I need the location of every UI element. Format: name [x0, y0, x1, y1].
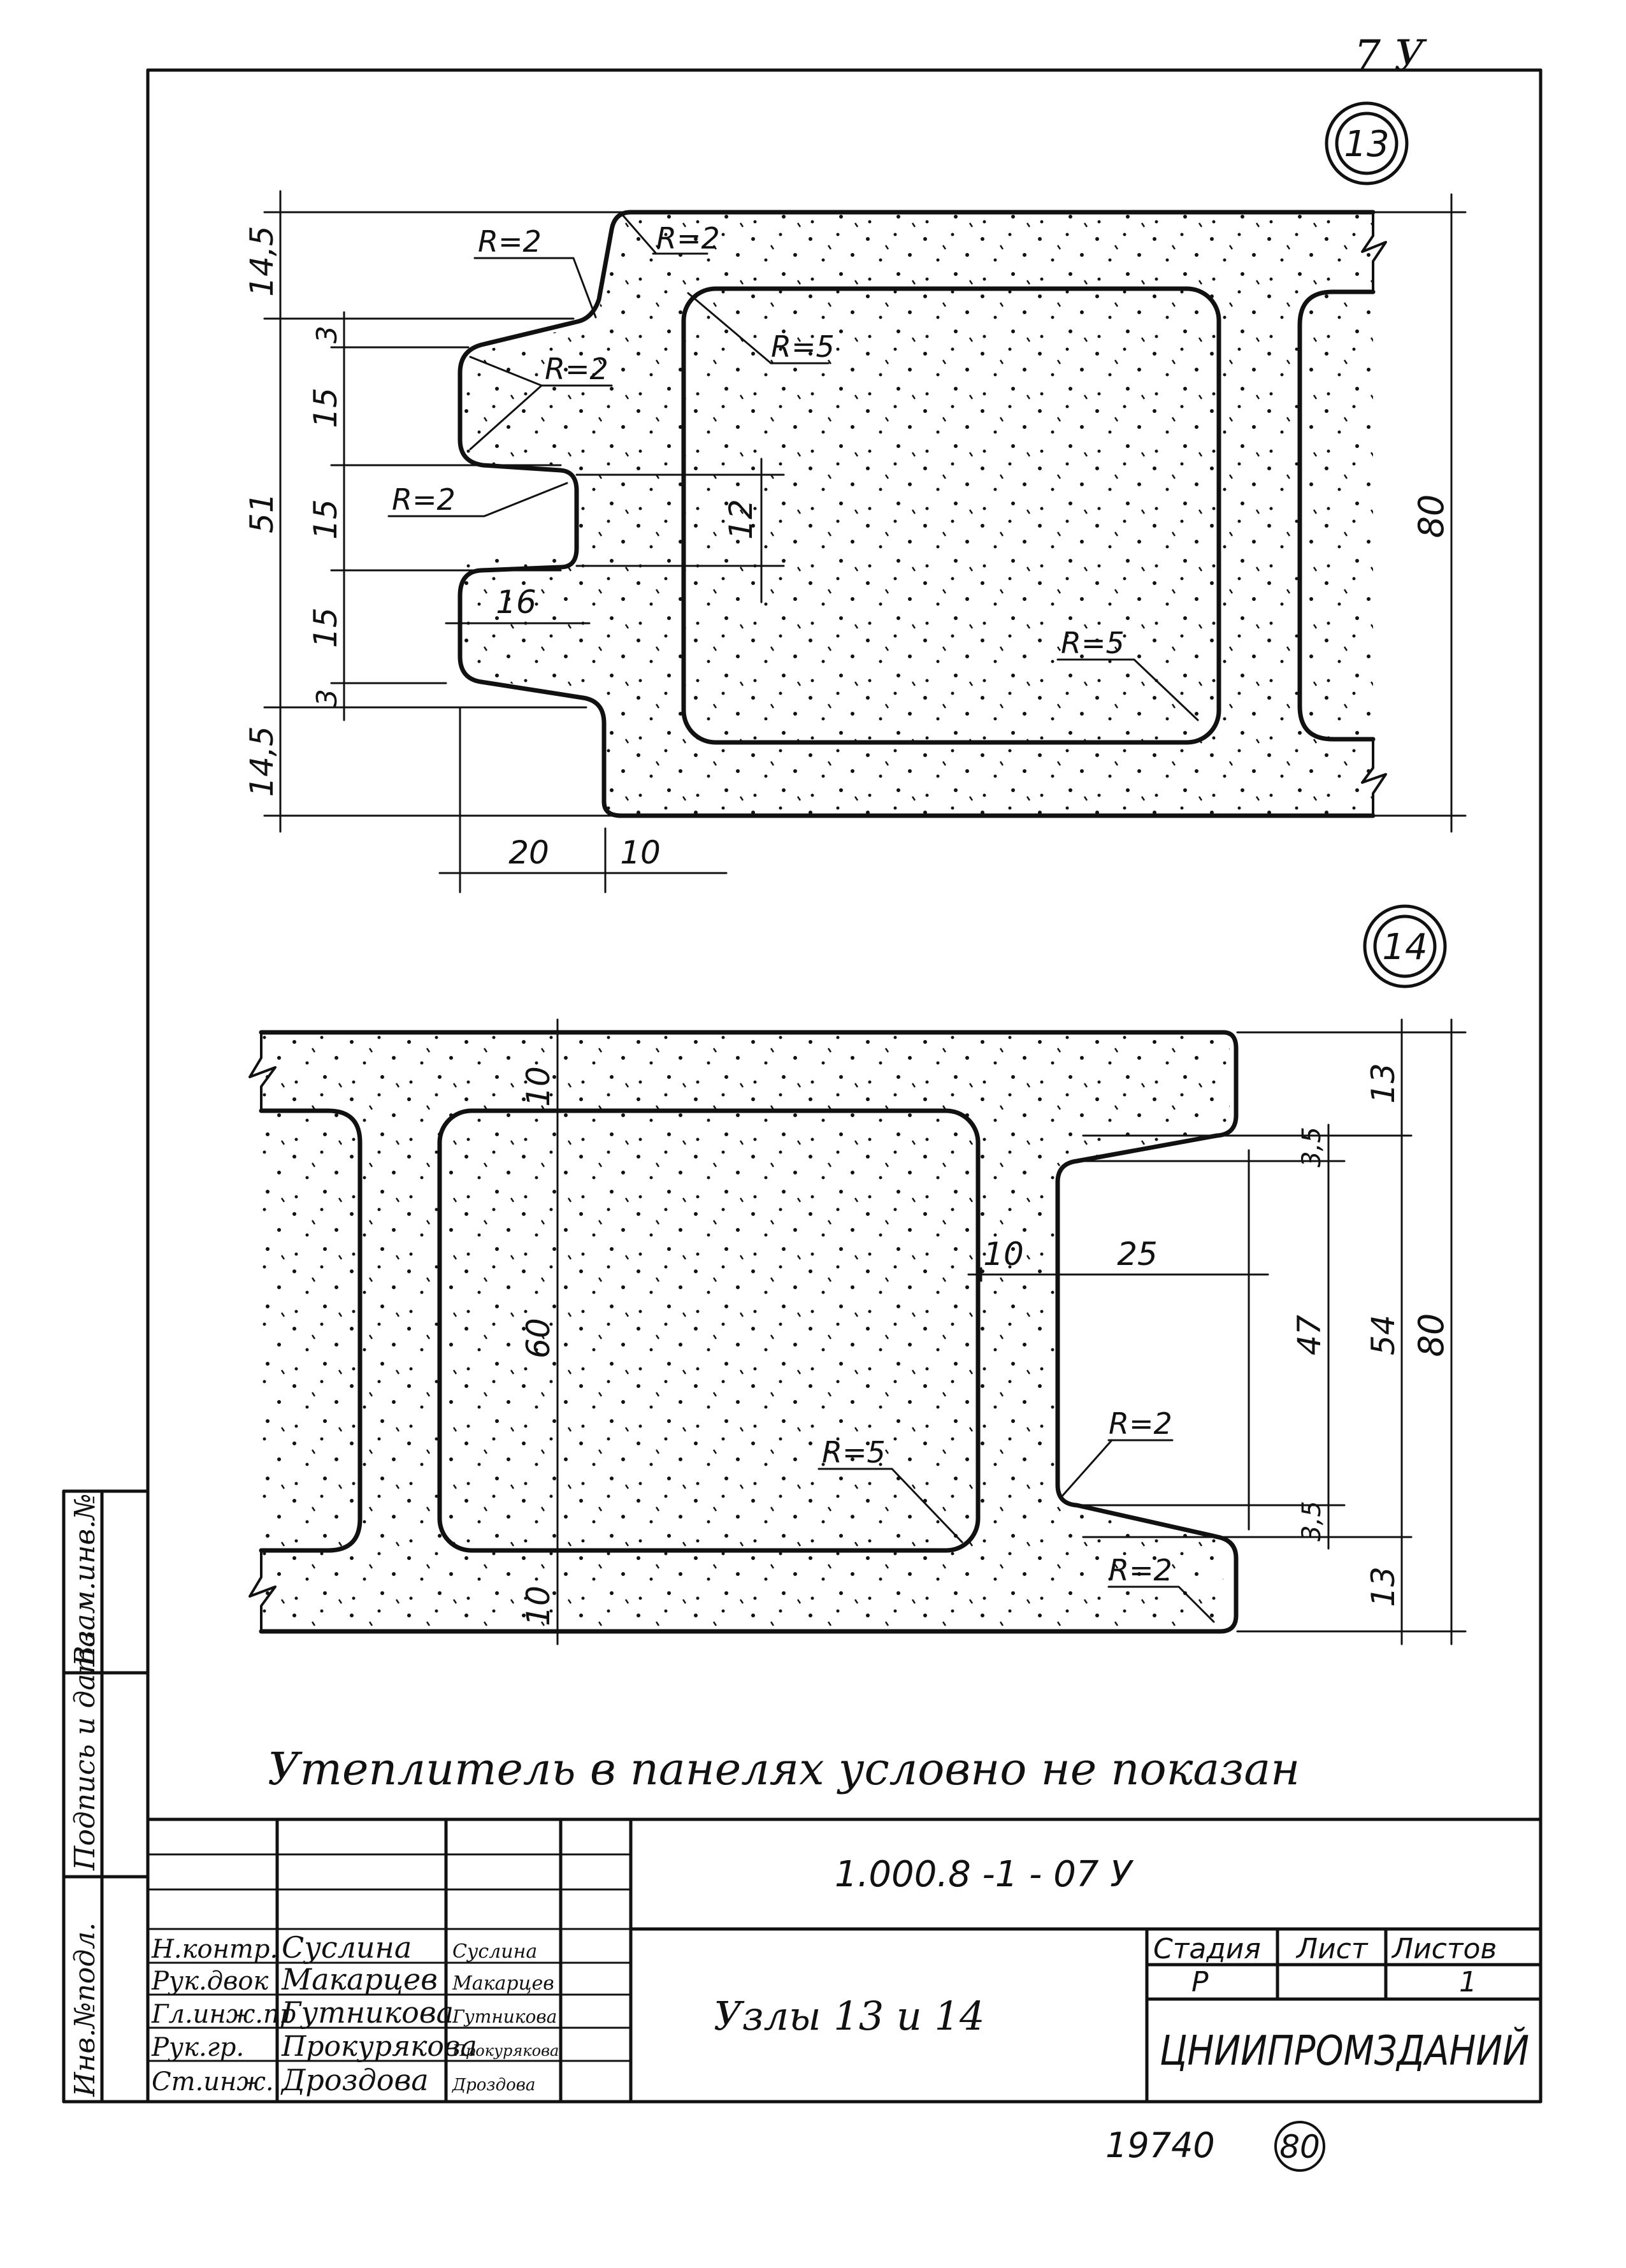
signature: Дроздова [452, 2076, 535, 2095]
title-block-lines [146, 1817, 1543, 2104]
radius-label: R=5 [1061, 626, 1125, 660]
stage-value: Р [1191, 1966, 1209, 1998]
dim-15-b: 15 [307, 499, 344, 540]
node-14-dimensions [556, 1018, 1467, 1645]
radius-label: R=2 [1109, 1406, 1172, 1441]
footer-circled-text: 80 [1279, 2128, 1320, 2165]
node-14-section [248, 1030, 1239, 1634]
dim-80: 80 [1411, 1313, 1451, 1357]
node-14-dimension-values: 10 60 10 10 25 3,5 3,5 47 54 13 13 80 [520, 1063, 1451, 1626]
side-stamp-inv-podl: Инв.№подл. [69, 1923, 101, 2097]
node-14-radius-labels: R=2 R=5 R=2 [822, 1406, 1172, 1587]
node-13-section [457, 210, 1387, 818]
dim-14-5-bottom: 14,5 [243, 726, 280, 797]
lists-header: Листов [1391, 1933, 1497, 1965]
radius-label: R=2 [478, 224, 542, 259]
node-13-label: 13 [1344, 124, 1389, 165]
footer-circled-number: 80 [1274, 2121, 1325, 2172]
side-stamp-vzam-inv: Взам.инв.№ [69, 1493, 101, 1667]
role-label: Ст.инж. [152, 2067, 274, 2097]
sheet-frame [146, 68, 1543, 2104]
side-stamp-lines [62, 1489, 150, 2104]
node-13-radius-leaders [387, 212, 1199, 721]
title-block-thin-lines [147, 1853, 632, 2062]
node-14-marker: 14 [1363, 904, 1447, 988]
dim-16: 16 [496, 584, 536, 621]
node-13-radius-labels: R=2 R=2 R=5 R=2 R=2 R=5 [392, 221, 1125, 660]
dim-51: 51 [243, 493, 280, 533]
dim-3-5-top: 3,5 [1297, 1127, 1327, 1167]
dim-3-5-bottom: 3,5 [1297, 1501, 1327, 1542]
person-name: Прокурякова [281, 2030, 477, 2063]
node-13-dimension-values: 14,5 3 15 51 15 15 3 14,5 12 16 20 10 80 [243, 226, 1451, 871]
dim-13-top: 13 [1365, 1063, 1402, 1104]
dim-54: 54 [1365, 1315, 1402, 1355]
document-code: 1.000.8 -1 - 07 У [835, 1854, 1134, 1895]
role-label: Рук.гр. [151, 2033, 244, 2062]
radius-label: R=2 [392, 482, 456, 517]
organization-name: ЦНИИПРОМЗДАНИЙ [1160, 2026, 1529, 2075]
signature: Макарцев [452, 1972, 554, 1995]
dim-80: 80 [1411, 495, 1451, 538]
radius-label: R=5 [771, 329, 835, 364]
person-name: Макарцев [281, 1962, 438, 1997]
person-name: Суслина [282, 1930, 412, 1965]
dim-13-bottom: 13 [1365, 1566, 1402, 1607]
person-name: Дроздова [280, 2063, 429, 2097]
dim-14-5-top: 14,5 [243, 226, 280, 296]
role-label: Гл.инж.пр [151, 2000, 296, 2029]
node-14-radius-leaders [817, 1439, 1215, 1623]
role-label: Н.контр. [151, 1935, 278, 1964]
signature-rows: Н.контр. Суслина Cуслина Рук.двок Макарц… [151, 1930, 559, 2097]
stage-header: Стадия [1153, 1933, 1261, 1965]
dim-60: 60 [520, 1318, 557, 1359]
node-13-dimensions [263, 190, 1467, 893]
dim-47: 47 [1291, 1315, 1328, 1355]
signature: Прокурякова [452, 2042, 559, 2060]
dim-3-bottom: 3 [311, 689, 343, 707]
dim-12: 12 [723, 499, 759, 540]
signature: Cуслина [452, 1940, 537, 1963]
node-14-label: 14 [1382, 927, 1427, 968]
person-name: Гутникова [281, 1995, 454, 2030]
footer-number: 19740 [1105, 2125, 1215, 2165]
radius-label: R=5 [822, 1435, 886, 1470]
node-13-marker: 13 [1325, 101, 1409, 185]
lists-value: 1 [1459, 1966, 1477, 1998]
dim-15-c: 15 [307, 607, 344, 648]
dim-10-mid: 10 [983, 1236, 1024, 1273]
signature: Гутникова [452, 2006, 557, 2027]
side-stamp-podpis-data: Подпись и дата [69, 1631, 101, 1871]
dim-10-bottom: 10 [520, 1585, 557, 1626]
dim-25: 25 [1117, 1236, 1158, 1273]
radius-label: R=2 [1109, 1553, 1172, 1587]
list-header: Лист [1295, 1933, 1369, 1965]
dim-10: 10 [620, 834, 661, 871]
dim-20: 20 [508, 834, 549, 871]
dim-10-top: 10 [520, 1066, 557, 1107]
dim-15-a: 15 [307, 387, 344, 428]
radius-label: R=2 [545, 352, 608, 386]
dim-3-top: 3 [311, 326, 343, 343]
radius-label: R=2 [656, 221, 720, 256]
role-label: Рук.двок [151, 1967, 268, 1996]
corner-mark: 7 У [1354, 31, 1427, 80]
insulation-note: Утеплитель в панелях условно не показан [268, 1743, 1300, 1795]
sheet-title: Узлы 13 и 14 [714, 1993, 984, 2039]
